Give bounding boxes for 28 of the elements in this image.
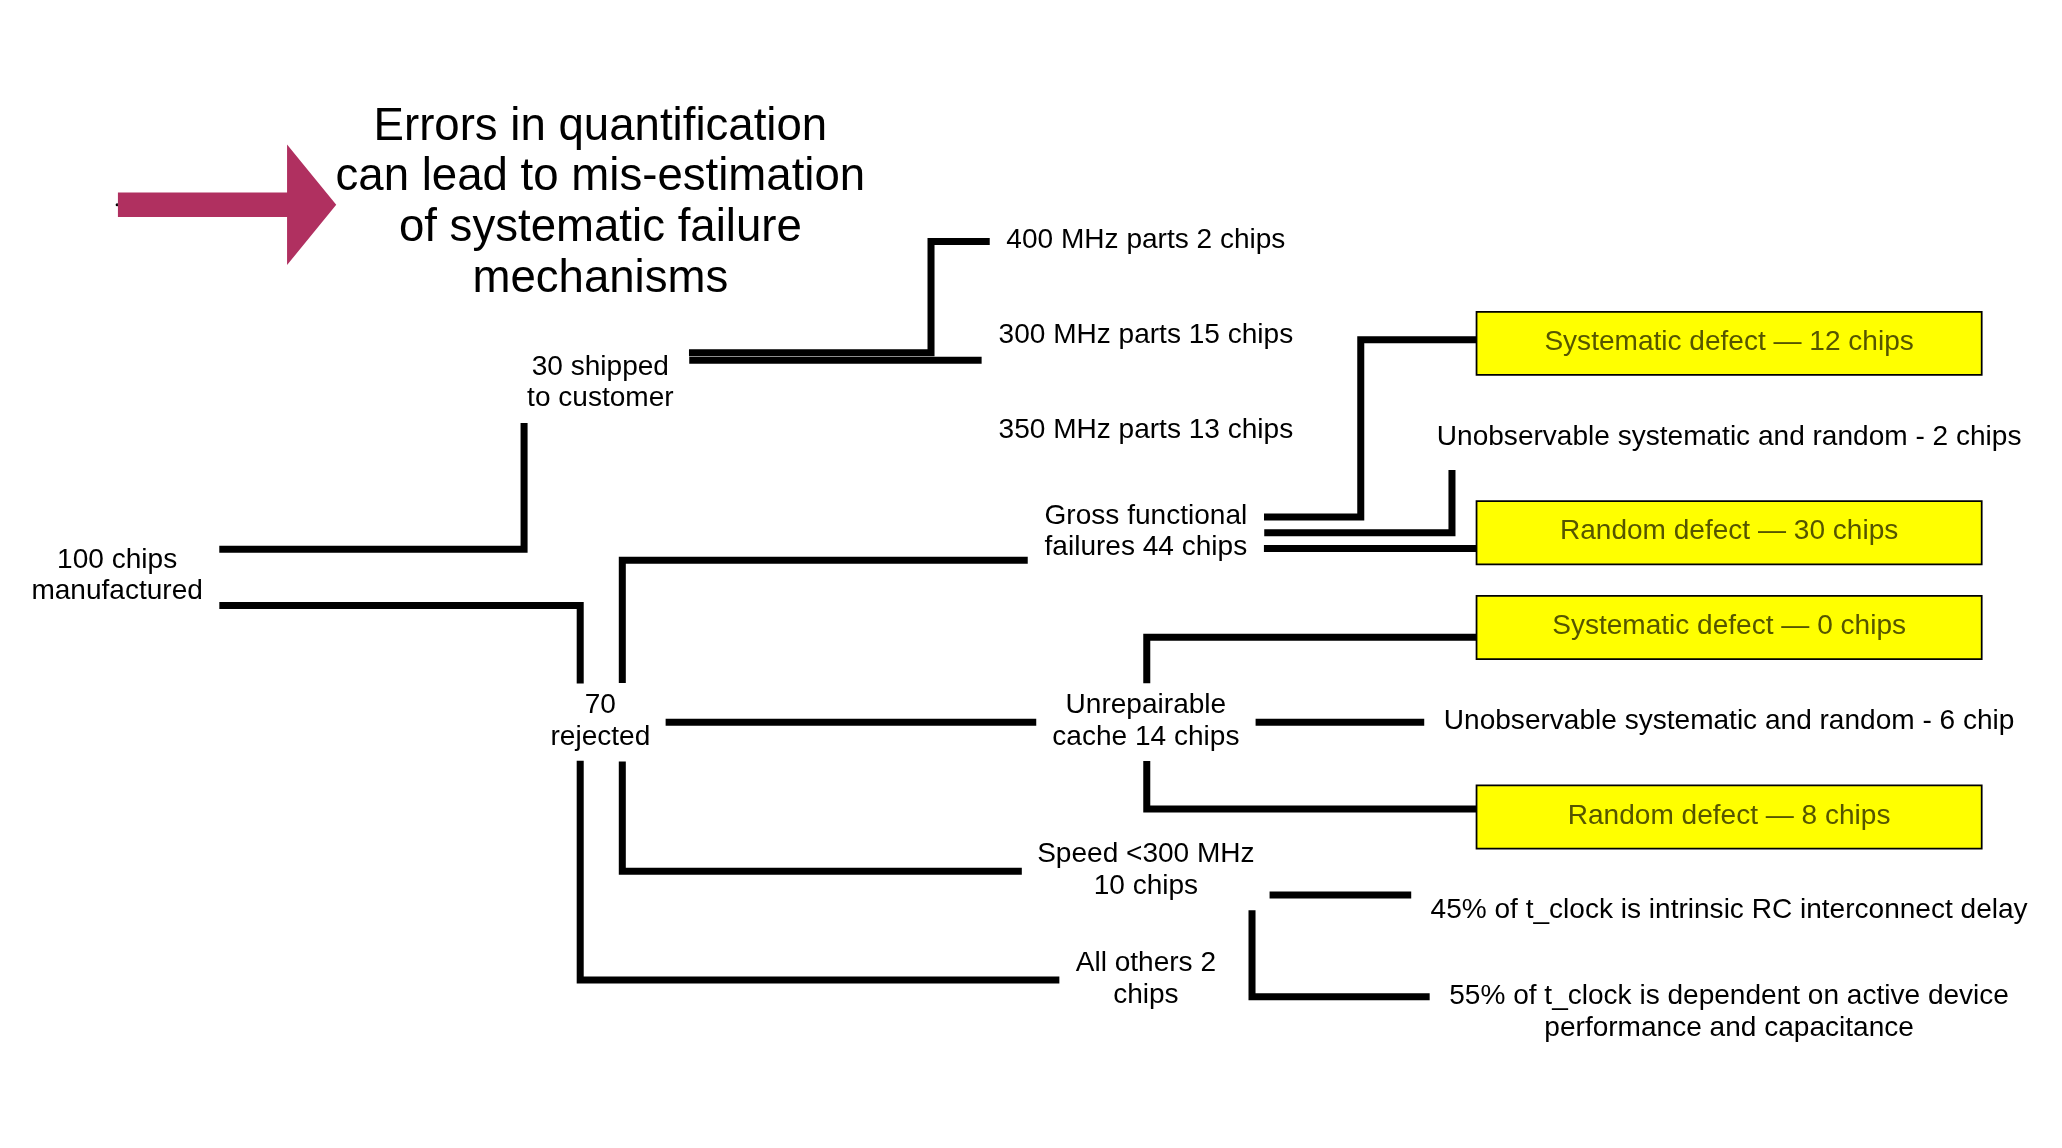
node-text: Unobservable systematic and random - 2 chips <box>1436 419 2022 451</box>
node-box: Random defect — 30 chips <box>1475 500 1983 566</box>
node-text: All others 2 chips <box>1075 945 1217 1009</box>
node-box: Systematic defect — 0 chips <box>1475 595 1983 660</box>
node-text: 45% of t_clock is intrinsic RC interconnect delay <box>1430 893 2028 925</box>
node-text: Unobservable systematic and random - 6 chip <box>1443 703 2015 735</box>
label: 350 MHz parts 13 chips <box>998 412 1294 444</box>
node-text: Errors in quantification can lead to mis-estimation of systematic failure mechanisms <box>335 98 866 303</box>
node-text: Speed <300 MHz 10 chips <box>1037 837 1255 900</box>
node-text: 30 shipped to customer <box>527 349 674 413</box>
node-text: Unrepairable cache 14 chips <box>1052 688 1240 751</box>
node-text: 55% of t_clock is dependent on active device performance and capacitance <box>1449 979 2009 1042</box>
node-text: 100 chips manufactured <box>31 542 203 606</box>
node-box: Random defect — 8 chips <box>1475 784 1983 850</box>
node-text: Gross functional failures 44 chips <box>1044 498 1248 562</box>
connector <box>1143 633 1477 684</box>
connector <box>665 718 1037 726</box>
connector <box>576 760 1060 984</box>
connector <box>689 356 982 364</box>
connector <box>1263 545 1477 553</box>
connector <box>1269 891 1412 899</box>
connector <box>1255 718 1425 726</box>
arrow <box>117 144 337 265</box>
node-text: 300 MHz parts 15 chips <box>998 317 1294 349</box>
node-text: 400 MHz parts 2 chips <box>1006 223 1286 255</box>
node-text: 70 rejected <box>550 688 651 751</box>
node-box: Systematic defect — 12 chips <box>1475 310 1983 376</box>
connector <box>688 238 990 357</box>
